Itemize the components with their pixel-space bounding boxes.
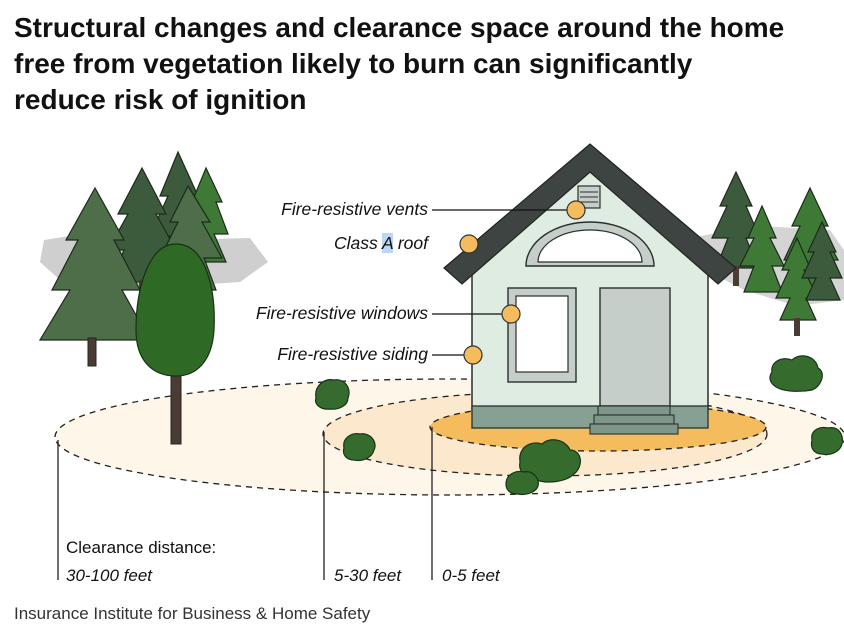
zone-near-label: 0-5 feet [442, 566, 500, 585]
callout-vents: Fire-resistive vents [281, 199, 428, 220]
shrub-1 [315, 379, 350, 410]
callout-roof-class-letter: A [381, 233, 393, 253]
step-top [597, 405, 671, 416]
callout-vents-label: Fire-resistive vents [281, 199, 428, 219]
side-window [507, 287, 577, 383]
headline-line-2: free from vegetation likely to burn can … [14, 48, 693, 79]
vent [577, 185, 601, 209]
pine-tree-right-1 [711, 170, 761, 286]
callout-dot-vents [566, 200, 586, 220]
pine-tree-right-5 [801, 220, 843, 301]
clearance-title: Clearance distance: [66, 538, 217, 557]
shrub-4 [505, 470, 539, 496]
headline: Structural changes and clearance space a… [14, 10, 834, 118]
callout-dot-windows [501, 304, 521, 324]
callout-roof-suffix: roof [392, 233, 428, 253]
callout-roof-prefix: Class [333, 233, 382, 253]
shrub-6 [810, 426, 843, 456]
callout-dot-roof [459, 234, 479, 254]
zone-far-label: 30-100 feet [66, 566, 153, 585]
front-door [599, 287, 671, 407]
arch-window [525, 221, 655, 267]
headline-line-1: Structural changes and clearance space a… [14, 12, 785, 43]
source-credit: Insurance Institute for Business & Home … [14, 604, 371, 623]
headline-line-3: reduce risk of ignition [14, 84, 307, 115]
step-bottom [589, 423, 679, 435]
house-roof [443, 143, 737, 285]
pine-tree-large [38, 186, 152, 367]
pine-tree-right-2 [739, 204, 785, 293]
callout-roof: Class A roof [334, 233, 428, 254]
callout-windows: Fire-resistive windows [256, 303, 428, 324]
step-middle [593, 414, 675, 425]
callout-windows-label: Fire-resistive windows [255, 303, 428, 323]
callout-siding: Fire-resistive siding [277, 344, 428, 365]
callout-siding-label: Fire-resistive siding [277, 344, 428, 364]
leafy-tree [135, 243, 215, 445]
zone-mid-label: 5-30 feet [334, 566, 402, 585]
shrub-2 [342, 433, 376, 462]
shrub-5 [769, 355, 823, 392]
house [443, 143, 737, 435]
callout-dot-siding [463, 345, 483, 365]
